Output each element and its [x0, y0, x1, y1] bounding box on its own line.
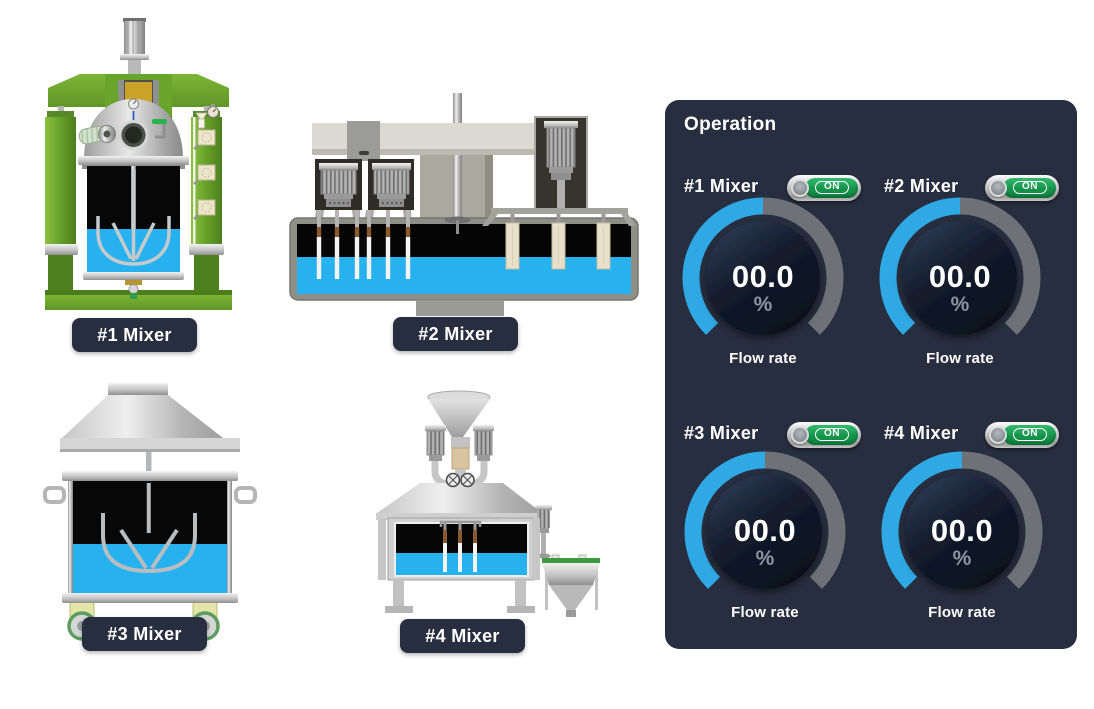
- mixer-1-power-toggle[interactable]: ON: [787, 175, 861, 201]
- gauge-value: 00.0: [928, 259, 992, 294]
- control-label-mixer-4: #4 Mixer: [884, 423, 959, 443]
- mixer-2-label-badge: #2 Mixer: [393, 317, 518, 351]
- mixer-3-illustration: [43, 383, 257, 641]
- mixer-1-flow-gauge: 00.0 % Flow rate: [678, 193, 848, 371]
- gauge-metric-label: Flow rate: [928, 604, 996, 621]
- toggle-knob-icon: [989, 179, 1007, 197]
- mixer-2-badge-text: #2 Mixer: [418, 323, 493, 344]
- gauge-ring: [684, 451, 846, 589]
- gauge-ring: [879, 197, 1041, 335]
- toggle-knob-icon: [791, 179, 809, 197]
- gauge-unit: %: [755, 547, 775, 570]
- mixer-1-badge-text: #1 Mixer: [97, 324, 172, 345]
- mixer-2-illustration: [289, 93, 639, 316]
- gauge-ring: [881, 451, 1043, 589]
- mixer-4-power-toggle[interactable]: ON: [985, 422, 1059, 448]
- control-label-mixer-2: #2 Mixer: [884, 176, 959, 196]
- gauge-value: 00.0: [733, 513, 797, 548]
- gauge-ring: [682, 197, 844, 335]
- toggle-state-label: ON: [1013, 181, 1047, 194]
- mixer-3-power-toggle[interactable]: ON: [787, 422, 861, 448]
- toggle-state-label: ON: [815, 181, 849, 194]
- mixer-4-label-badge: #4 Mixer: [400, 619, 525, 653]
- mixer-3-label-badge: #3 Mixer: [82, 617, 207, 651]
- toggle-knob-icon: [791, 426, 809, 444]
- gauge-metric-label: Flow rate: [729, 350, 797, 367]
- gauge-value: 00.0: [930, 513, 994, 548]
- toggle-state-label: ON: [1013, 428, 1047, 441]
- operation-panel: Operation #1 Mixer ON #2 Mixer ON 00.0 %…: [665, 100, 1077, 649]
- control-label-mixer-1: #1 Mixer: [684, 176, 759, 196]
- mixer-4-badge-text: #4 Mixer: [425, 625, 500, 646]
- gauge-value: 00.0: [731, 259, 795, 294]
- mixer-2-flow-gauge: 00.0 % Flow rate: [875, 193, 1045, 371]
- control-label-mixer-3: #3 Mixer: [684, 423, 759, 443]
- toggle-state-label: ON: [815, 428, 849, 441]
- mixer-1-illustration: [45, 18, 232, 310]
- mixer-1-label-badge: #1 Mixer: [72, 318, 197, 352]
- gauge-metric-label: Flow rate: [731, 604, 799, 621]
- panel-title: Operation: [684, 114, 777, 135]
- gauge-metric-label: Flow rate: [926, 350, 994, 367]
- mixer-4-flow-gauge: 00.0 % Flow rate: [877, 447, 1047, 625]
- toggle-knob-icon: [989, 426, 1007, 444]
- mixer-3-flow-gauge: 00.0 % Flow rate: [680, 447, 850, 625]
- mixer-4-illustration: [376, 390, 600, 617]
- gauge-unit: %: [952, 547, 972, 570]
- mixer-2-power-toggle[interactable]: ON: [985, 175, 1059, 201]
- gauge-unit: %: [950, 293, 970, 316]
- mixer-3-badge-text: #3 Mixer: [107, 623, 182, 644]
- gauge-unit: %: [753, 293, 773, 316]
